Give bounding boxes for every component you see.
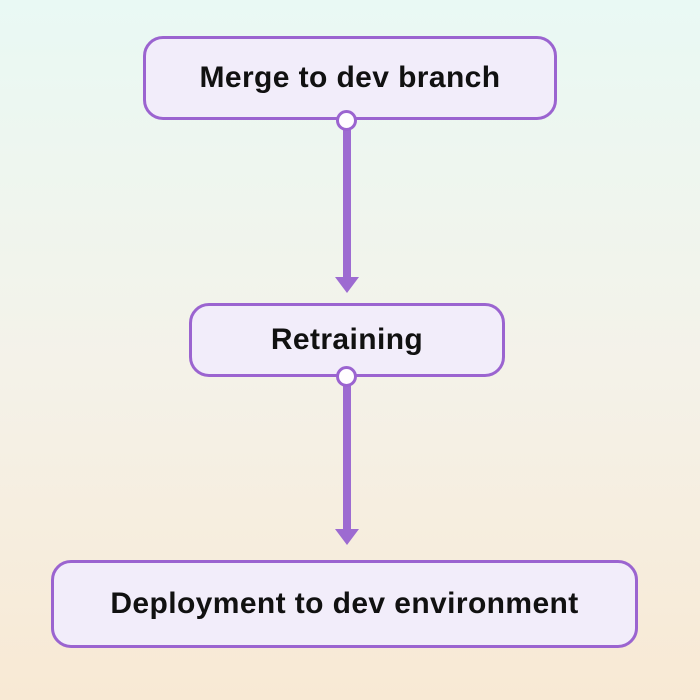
node-retraining: Retraining <box>189 303 505 377</box>
connector-dot-icon <box>336 110 357 131</box>
node-label: Merge to dev branch <box>199 61 501 94</box>
arrow-head-icon <box>335 529 359 545</box>
node-label: Retraining <box>270 323 424 356</box>
node-label: Deployment to dev environment <box>110 587 579 620</box>
arrow-head-icon <box>335 277 359 293</box>
arrow-line <box>343 386 351 529</box>
connector-dot-icon <box>336 366 357 387</box>
arrow-line <box>343 130 351 278</box>
node-deployment-to-dev-environment: Deployment to dev environment <box>51 560 638 648</box>
node-merge-to-dev-branch: Merge to dev branch <box>143 36 557 120</box>
